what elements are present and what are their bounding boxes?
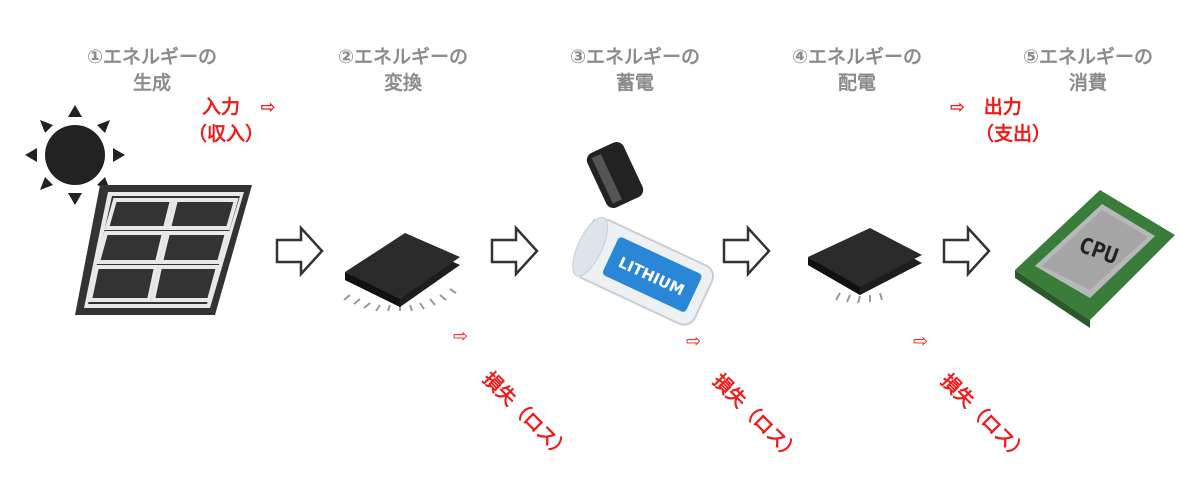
flow-arrow-4 [942, 224, 991, 278]
stage-2-title: ②エネルギーの 変換 [337, 46, 469, 94]
input-label: 入力 ⇨ （収入） [188, 94, 308, 147]
cpu-icon: CPU [1015, 190, 1175, 328]
stage-5-title: ⑤エネルギーの 消費 [1022, 46, 1154, 94]
output-arrow-icon: ⇨ [950, 97, 966, 118]
flow-arrow-2 [490, 224, 539, 278]
loss-1-arrow-icon: ⇨ [453, 326, 469, 347]
stage-4-title: ④エネルギーの 配電 [791, 46, 923, 94]
loss-2-arrow-icon: ⇨ [686, 331, 702, 352]
lithium-battery-icon: LITHIUM [572, 141, 715, 326]
loss-2-label: 損失（ロス） [708, 369, 805, 466]
stage-1-title: ①エネルギーの 生成 [86, 46, 218, 94]
converter-chip-icon [343, 233, 460, 312]
stage-3-title: ③エネルギーの 蓄電 [569, 46, 701, 94]
input-arrow-icon: ⇨ [260, 97, 276, 118]
loss-3-label: 損失（ロス） [936, 369, 1033, 466]
distribution-chip-icon [808, 228, 922, 304]
output-label: ⇨ 出力 （支出） [950, 94, 1070, 147]
output-text: 出力 [983, 96, 1022, 118]
solar-panel-icon [25, 105, 252, 315]
input-text: 入力 [202, 96, 241, 118]
flow-arrow-3 [722, 224, 771, 278]
input-sub-text: （収入） [188, 123, 265, 145]
loss-3-arrow-icon: ⇨ [913, 331, 929, 352]
output-sub-text: （支出） [975, 123, 1052, 145]
loss-1-label: 損失（ロス） [478, 367, 575, 464]
flow-arrow-1 [275, 224, 324, 278]
